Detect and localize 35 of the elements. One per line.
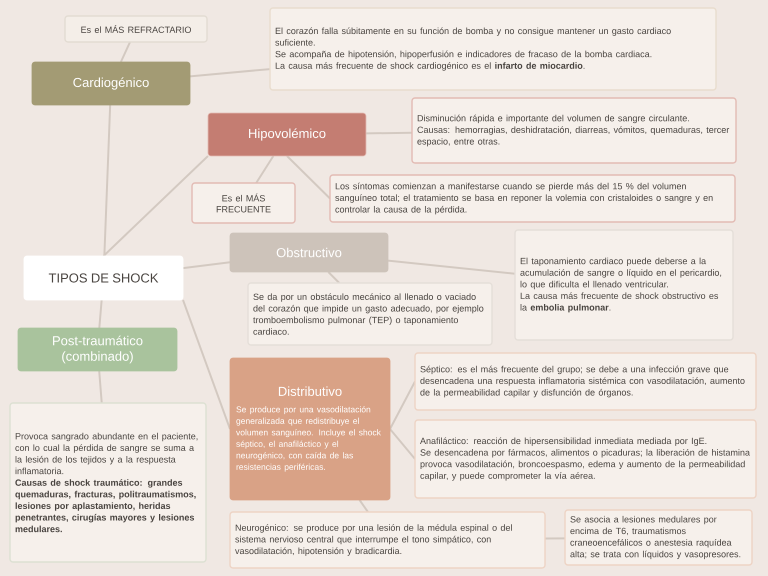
description-box: Provoca sangrado abundante en el paciente, con lo cual la pérdida de sangre se suma a la lesión de los tejidos y a la respuesta inflamatoria. Causas de shock traumático: grandes quemaduras, fracturas, politraumatismos, lesiones por aplastamiento, heridas penetrantes, cirugías mayores y lesiones medulares. [9,402,207,563]
category-box: Post-traumático (combinado) [18,328,178,372]
connector-line [120,42,131,62]
connector-line [358,499,369,513]
description-box: Séptico: es el más frecuente del grupo; se debe a una infección grave que desencadena una respuesta inflamatoria sistémica con vasodilatación, aumento de la permeabilidad capilar y disfunción de órganos. [414,352,757,411]
connector-line [388,260,516,275]
connector-line [102,155,209,257]
connector-line [98,370,103,404]
description-box: Neurogénico: se produce por una lesión de la médula espinal o del sistema nervioso central que interrumpe el tono simpático, con vasodilatación, hipotensión y bradicardia. [229,511,546,569]
description-box: Se asocia a lesiones medulares por encima de T6, traumatismos craneoencefálicos o anestesia raquídea alta; se trata con líquidos y vasopresores. [564,509,753,566]
description-box: Anafiláctico: reacción de hipersensibilidad inmediata mediada por IgE. Se desencadena por fármacos, alimentos o picaduras; la liberación de histamina provoca vasodilatación, broncoespasmo, edema y aumento de la permeabilidad capilar, y puede comprometer la vía aérea. [414,419,757,499]
description-box: Los síntomas comienzan a manifestarse cuando se pierde más del 15 % del volumen sanguíneo total; el tratamiento se basa en reponer la volemia con cristaloides o sangre y en controlar la causa de la pérdida. [329,174,736,223]
description-box: Se da por un obstáculo mecánico al llenado o vaciado del corazón que impide un gasto adecuado, por ejemplo tromboembolismo pulmonar (TEP) o taponamiento cardiaco. [247,282,493,346]
category-box: Obstructivo [230,232,388,272]
connector-line [190,68,270,78]
connector-line [366,132,412,134]
connector-line [328,271,340,284]
connector-line [286,155,331,200]
connector-line [103,104,112,256]
description-box: El corazón falla súbitamente en su función de bomba y no consigue mantener un gasto cardiaco suficiente. Se acompaña de hipotensión, hipoperfusión e indicadores de fracaso de la bomba cardiaca. La causa más frecuente de shock cardiogénico es el infarto de miocardio. [269,7,717,91]
callout-box: Es el MÁS REFRACTARIO [64,15,208,43]
connector-line [389,428,416,460]
callout-box: Es el MÁS FRECUENTE [191,182,296,224]
description-box: Disminución rápida e importante del volumen de sangre circulante. Causas: hemorragias, deshidratación, diarreas, vómitos, quemaduras, tercer espacio, entre otras. [411,97,737,164]
description-box: El taponamiento cardiaco puede deberse a la acumulación de sangre o líquido en el pericardio, lo que dificulta el llenado ventricular. La causa más frecuente de shock obstructivo es la embolia pulmonar. [514,229,734,341]
category-box: Hipovolémico [208,112,366,156]
connector-line [545,537,566,540]
category-box: Cardiogénico [32,62,190,106]
connector-line [389,381,416,430]
connector-line [98,300,103,328]
title-box: TIPOS DE SHOCK [24,256,184,300]
connector-line [182,300,231,430]
connector-line [255,155,274,184]
category-box: Distributivo Se produce por una vasodilatación generalizada que redistribuye el volumen sanguíneo. Incluye el shock séptico, el anafiláctico y el neurogénico, con caída de las resistencias periféricas. [230,358,390,500]
connector-line [182,261,230,270]
